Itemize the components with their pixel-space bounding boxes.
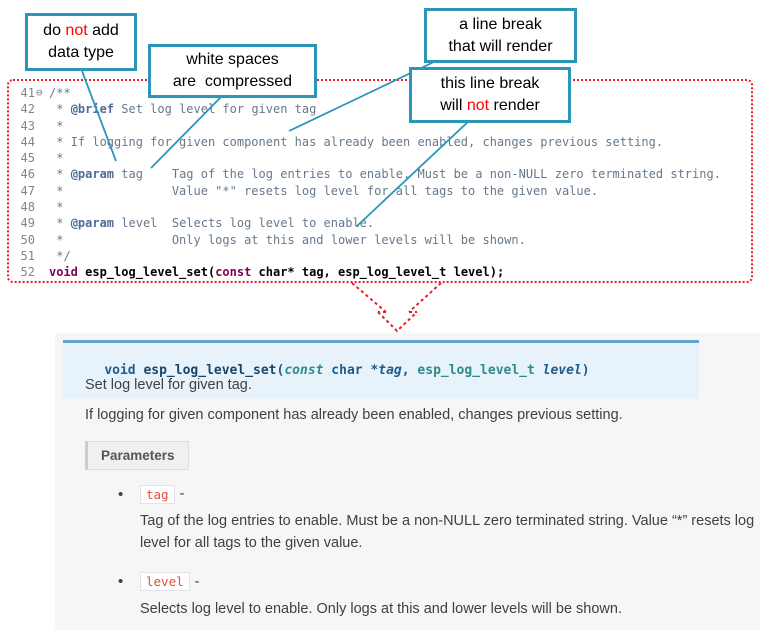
line-number: 44 bbox=[20, 134, 35, 149]
line-number: 51 bbox=[20, 248, 35, 263]
code-text: * Only logs at this and lower levels wil… bbox=[49, 232, 526, 247]
code-text: * Value "*" resets log level for all tag… bbox=[49, 183, 599, 198]
line-number: 41⊖ bbox=[20, 86, 43, 100]
param-description: Tag of the log entries to enable. Must b… bbox=[140, 513, 755, 551]
line-number: 47 bbox=[20, 183, 35, 198]
code-line: 43 * bbox=[11, 118, 751, 134]
bullet-icon: • bbox=[118, 485, 124, 503]
line-number: 49 bbox=[20, 216, 35, 231]
line-number: 48 bbox=[20, 200, 35, 215]
code-text: * If logging for given component has alr… bbox=[49, 134, 664, 149]
code-line: 49 * @param level Selects log level to e… bbox=[11, 215, 751, 231]
param-name: tag bbox=[140, 484, 175, 504]
brief-description: Set log level for given tag. bbox=[85, 377, 252, 393]
callout-text: will not render bbox=[440, 97, 540, 114]
param-description: Selects log level to enable. Only logs a… bbox=[140, 600, 622, 617]
line-number: 42 bbox=[20, 102, 35, 117]
code-line: 44 * If logging for given component has … bbox=[11, 134, 751, 150]
parameters-label: Parameters bbox=[85, 441, 189, 470]
code-line: 46 * @param tag Tag of the log entries t… bbox=[11, 166, 751, 182]
callout-no-datatype: do not add data type bbox=[25, 13, 137, 71]
detailed-description: If logging for given component has alrea… bbox=[85, 407, 623, 423]
param-item: • level- Selects log level to enable. Only… bbox=[118, 571, 762, 621]
param-separator: - bbox=[179, 486, 185, 502]
code-text: * @param tag Tag of the log entries to e… bbox=[49, 167, 721, 182]
code-line: 48 * bbox=[11, 199, 751, 215]
callout-text: do not add bbox=[43, 22, 119, 39]
code-line: 50 * Only logs at this and lower levels … bbox=[11, 232, 751, 248]
callout-text: are compressed bbox=[172, 73, 293, 90]
fold-icon: ⊖ bbox=[36, 86, 43, 99]
code-line: 42 * @brief Set log level for given tag bbox=[11, 101, 751, 117]
callout-whitespace-compressed: white spaces are compressed bbox=[148, 44, 317, 98]
callout-linebreak-renders: a line break that will render bbox=[424, 8, 577, 63]
code-text: * bbox=[49, 118, 64, 133]
code-text: /** bbox=[49, 86, 71, 100]
code-text: */ bbox=[49, 248, 71, 263]
code-line: 47 * Value "*" resets log level for all … bbox=[11, 183, 751, 199]
code-text: * @param level Selects log level to enab… bbox=[49, 216, 375, 231]
param-item: • tag- Tag of the log entries to enable. M… bbox=[118, 483, 762, 555]
param-separator: - bbox=[194, 573, 200, 590]
code-line: 52 void esp_log_level_set(const char* tag… bbox=[11, 264, 751, 280]
code-line: 51 */ bbox=[11, 248, 751, 264]
param-head: • tag- bbox=[118, 483, 762, 505]
bullet-icon: • bbox=[118, 573, 124, 590]
render-arrow bbox=[351, 282, 442, 333]
callout-linebreak-not-render: this line break will not render bbox=[409, 67, 571, 123]
code-editor-snippet: 41⊖/**42 * @brief Set log level for give… bbox=[7, 79, 753, 283]
callout-text: this line break bbox=[440, 75, 540, 92]
code-text: * bbox=[49, 200, 64, 215]
code-text: * bbox=[49, 151, 64, 166]
callout-text: white spaces bbox=[186, 51, 279, 68]
rendered-doc: void esp_log_level_set(const char *tag, … bbox=[55, 333, 760, 630]
code-text: * @brief Set log level for given tag bbox=[49, 102, 317, 117]
code-line: 41⊖ /** bbox=[11, 85, 751, 101]
callout-text: data type bbox=[48, 44, 114, 61]
callout-text: a line break bbox=[459, 15, 542, 33]
param-head: • level- bbox=[118, 571, 762, 593]
line-number: 43 bbox=[20, 118, 35, 133]
line-number: 52 bbox=[20, 265, 35, 280]
callout-text: that will render bbox=[448, 37, 553, 55]
code-text: void esp_log_level_set(const char* tag, … bbox=[49, 265, 505, 280]
code-line: 45 * bbox=[11, 150, 751, 166]
param-name: level bbox=[140, 572, 190, 591]
line-number: 50 bbox=[20, 232, 35, 247]
code-lines: 41⊖/**42 * @brief Set log level for give… bbox=[11, 85, 751, 281]
function-signature-bar: void esp_log_level_set(const char *tag, … bbox=[63, 340, 699, 399]
line-number: 46 bbox=[20, 167, 35, 182]
line-number: 45 bbox=[20, 151, 35, 166]
function-signature: void esp_log_level_set(const char *tag, … bbox=[104, 363, 590, 378]
param-list: •tag-Tag of the log entries to enable. M… bbox=[118, 483, 762, 636]
